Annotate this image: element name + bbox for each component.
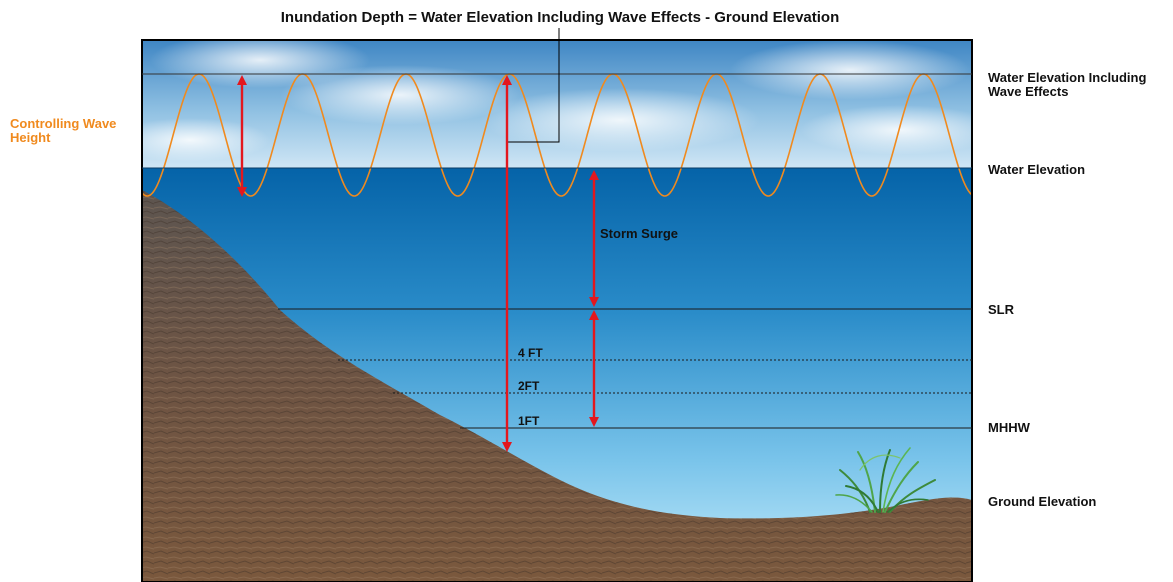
wave-curve bbox=[142, 73, 972, 197]
ft1-label: 1FT bbox=[518, 414, 540, 428]
title-leader-line bbox=[508, 28, 560, 143]
ground-elevation-label: Ground Elevation bbox=[988, 494, 1096, 509]
ft2-label: 2FT bbox=[518, 379, 540, 393]
scene bbox=[142, 40, 972, 582]
controlling-wave-height-label: Controlling Wave Height bbox=[10, 116, 120, 145]
ft4-label: 4 FT bbox=[518, 346, 543, 360]
water-elevation-including-wave-effects-label: Water Elevation Including Wave Effects bbox=[988, 70, 1150, 99]
diagram-frame bbox=[141, 39, 973, 582]
diagram-title: Inundation Depth = Water Elevation Inclu… bbox=[281, 9, 840, 26]
mhhw-label: MHHW bbox=[988, 420, 1031, 435]
slr-label: SLR bbox=[988, 302, 1015, 317]
storm-surge-label: Storm Surge bbox=[600, 226, 678, 241]
grass-icon bbox=[835, 447, 936, 513]
reference-lines bbox=[142, 28, 972, 429]
measurement-arrows bbox=[237, 75, 599, 452]
water-elevation-label: Water Elevation bbox=[988, 162, 1085, 177]
